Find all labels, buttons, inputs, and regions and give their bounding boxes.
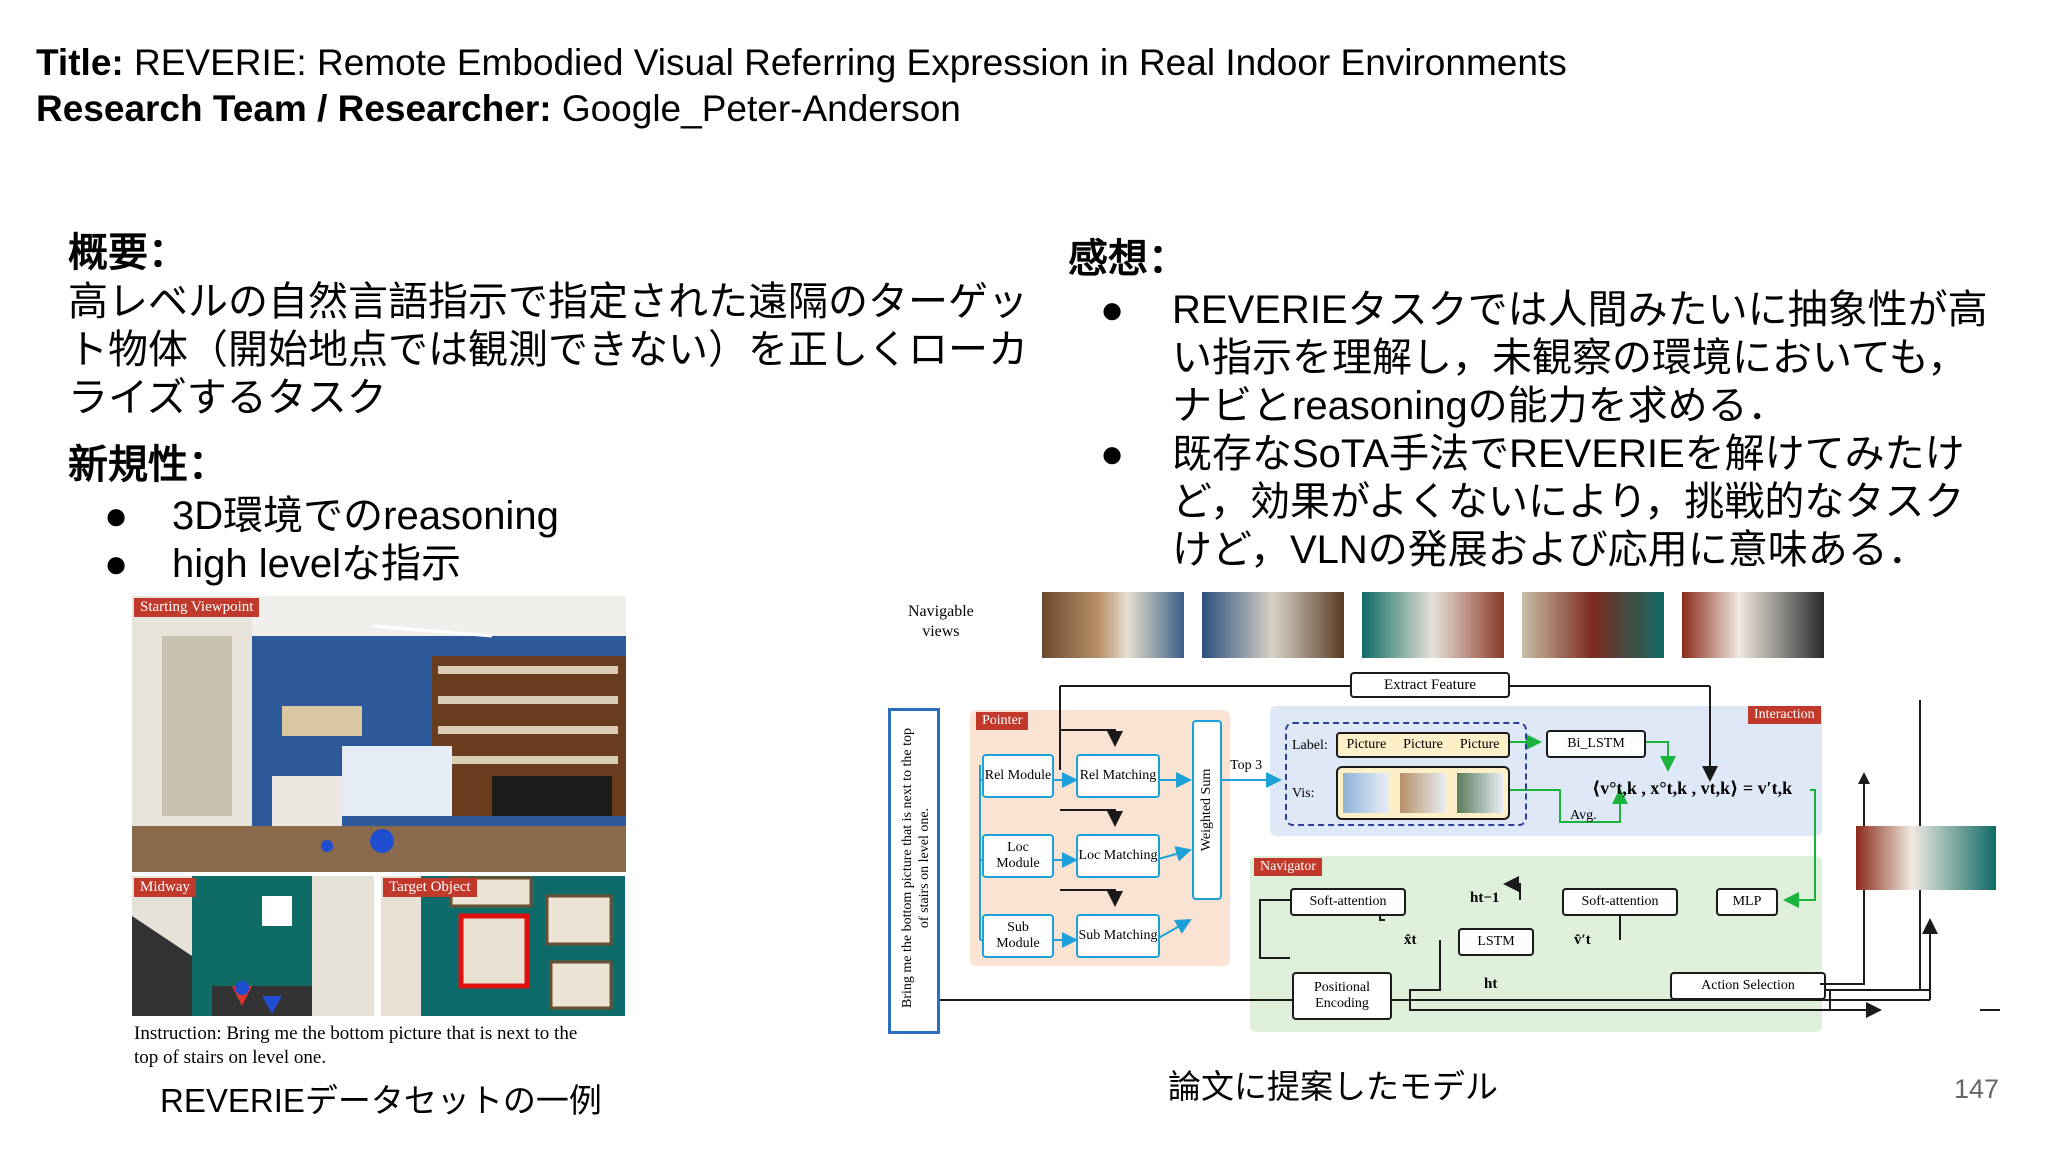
bi-lstm-box: Bi_LSTM [1546, 730, 1646, 758]
mlp-box: MLP [1716, 888, 1778, 916]
navigable-view-thumbnail [1202, 592, 1344, 658]
action-selection-box: Action Selection [1670, 972, 1826, 1000]
tag-midway: Midway [134, 878, 196, 897]
overview-line: ト物体（開始地点では観測できない）を正しくローカ [68, 328, 1028, 372]
overview-heading: 概要： [68, 231, 188, 275]
team-label: Research Team / Researcher: [36, 88, 552, 129]
sub-matching-box: Sub Matching [1076, 914, 1160, 958]
novelty-bullet: ●high levelな指示 [104, 542, 462, 586]
avg-label: Avg. [1570, 808, 1597, 823]
navigable-view-thumbnail [1362, 592, 1504, 658]
h-t-label: ht [1484, 976, 1498, 992]
tag-interaction: Interaction [1748, 706, 1821, 724]
novelty-bullet: ●3D環境でのreasoning [104, 494, 559, 538]
paper-title: REVERIE: Remote Embodied Visual Referrin… [134, 42, 1567, 83]
loc-module-box: Loc Module [982, 834, 1054, 878]
novelty-heading: 新規性： [68, 443, 228, 487]
visual-crop [1456, 773, 1503, 813]
loc-matching-box: Loc Matching [1076, 834, 1160, 878]
extract-feature-box: Extract Feature [1350, 672, 1510, 698]
target-object-image: Target Object [381, 876, 625, 1016]
impression-bullet: ● 既存なSoTA手法でREVERIEを解けてみたけ ど，効果がよくないにより，… [1100, 432, 1965, 572]
v-hat-label: v̂′t [1574, 932, 1591, 948]
sub-module-box: Sub Module [982, 914, 1054, 958]
top3-label: Top 3 [1230, 758, 1263, 773]
overview-section: 概要： 高レベルの自然言語指示で指定された遠隔のターゲッ ト物体（開始地点では観… [68, 220, 1028, 422]
soft-attention-right-box: Soft-attention [1562, 888, 1678, 916]
navigable-view-thumbnail [1522, 592, 1664, 658]
model-caption: 論文に提案したモデル [1168, 1068, 1498, 1105]
page-number: 147 [1954, 1074, 2000, 1104]
impressions-heading: 感想： [1068, 237, 1188, 281]
x-hat-label: x̂t [1404, 932, 1417, 948]
navigable-view-thumbnail [1042, 592, 1184, 658]
positional-encoding-box: Positional Encoding [1292, 972, 1392, 1020]
team-name: Google_Peter-Anderson [561, 88, 961, 129]
title-label: Title: [36, 42, 124, 83]
feature-formula: ⟨v°t,k , x°t,k , vt,k⟩ = v′t,k [1592, 778, 1793, 798]
instruction-box: Bring me the bottom picture that is next… [888, 708, 940, 1034]
visual-crop [1399, 773, 1446, 813]
impression-bullet: ● REVERIEタスクでは人間みたいに抽象性が高 い指示を理解し，未観察の環境… [1100, 288, 1988, 428]
visual-crop [1343, 773, 1390, 813]
tag-target-object: Target Object [383, 878, 477, 897]
label-vis-group [1285, 722, 1527, 826]
novelty-section: 新規性： ●3D環境でのreasoning ●high levelな指示 [68, 432, 559, 588]
overview-line: 高レベルの自然言語指示で指定された遠隔のターゲッ [68, 280, 1028, 324]
h-prev-label: ht−1 [1470, 890, 1500, 906]
soft-attention-left-box: Soft-attention [1290, 888, 1406, 916]
label-text: Label: [1292, 738, 1328, 753]
dataset-instruction: Instruction: Bring me the bottom picture… [134, 1023, 578, 1068]
lstm-box: LSTM [1458, 928, 1534, 956]
slide-header: Title: REVERIE: Remote Embodied Visual R… [36, 40, 1567, 132]
rel-module-box: Rel Module [982, 754, 1054, 798]
weighted-sum-box: Weighted Sum [1192, 720, 1222, 900]
tag-pointer: Pointer [976, 712, 1029, 730]
impressions-section: 感想： ● REVERIEタスクでは人間みたいに抽象性が高 い指示を理解し，未観… [1068, 226, 1988, 574]
tag-starting-viewpoint: Starting Viewpoint [134, 598, 260, 617]
visual-features [1336, 766, 1510, 820]
tag-navigator: Navigator [1254, 858, 1322, 876]
vis-text: Vis: [1292, 786, 1315, 801]
overview-line: ライズするタスク [68, 376, 387, 420]
navigable-views-label: Navigable views [908, 603, 974, 640]
navigable-view-thumbnail [1682, 592, 1824, 658]
dataset-caption: REVERIEデータセットの一例 [160, 1082, 602, 1119]
midway-image: Midway [132, 876, 374, 1016]
output-view-thumbnail [1856, 826, 1996, 890]
rel-matching-box: Rel Matching [1076, 754, 1160, 798]
model-figure: Navigable views Extract Feature Bring me… [880, 590, 2000, 1040]
starting-viewpoint-image: Starting Viewpoint [132, 596, 626, 872]
